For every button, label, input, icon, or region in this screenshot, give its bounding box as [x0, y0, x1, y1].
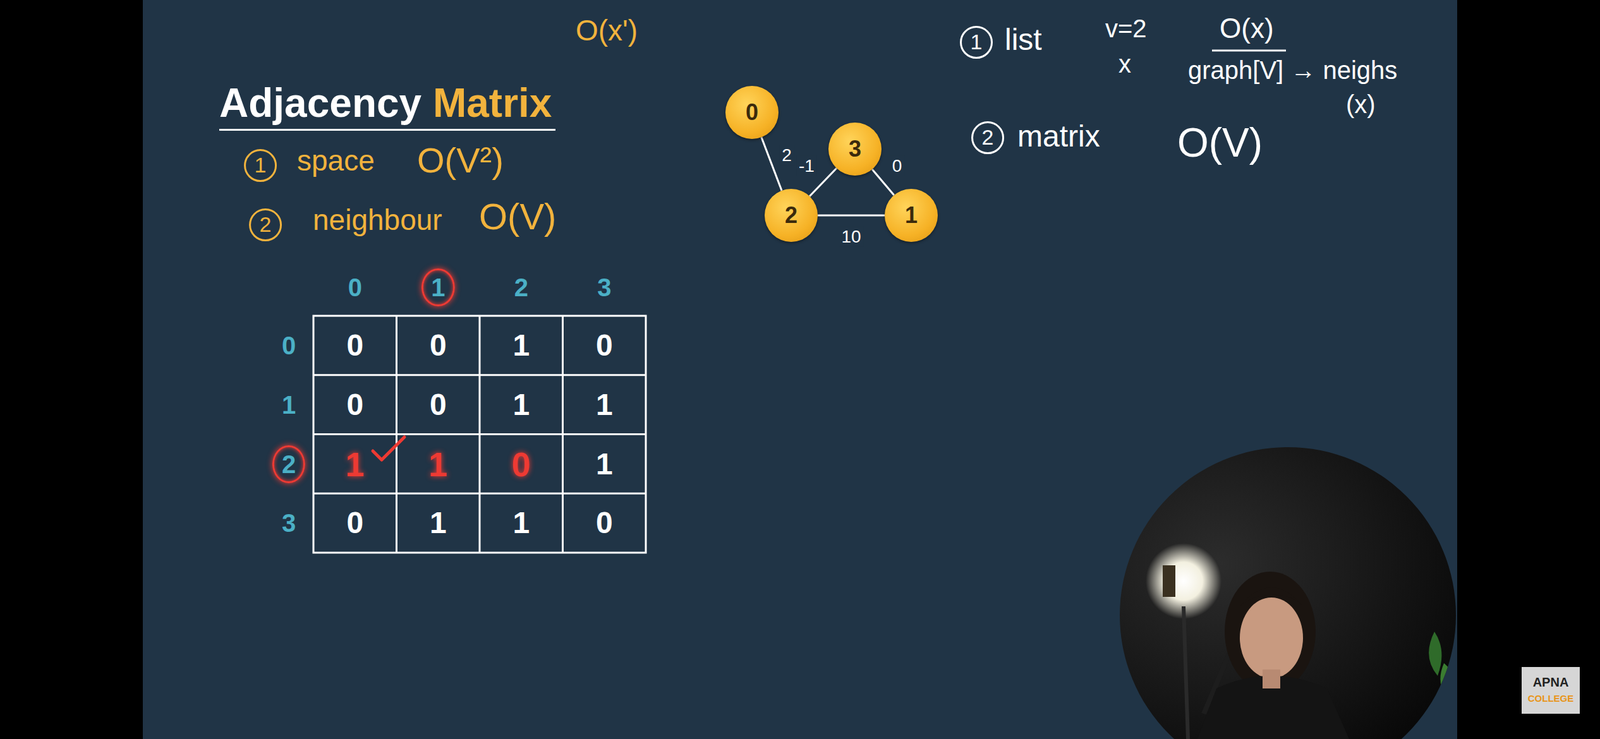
column-header: 2 — [514, 272, 529, 303]
node-number: 2 — [784, 202, 798, 229]
handwritten-note: O(x) — [1219, 12, 1274, 45]
column-header: 0 — [348, 272, 363, 303]
matrix-cell: 1 — [595, 446, 613, 482]
row-header: 2 — [272, 445, 306, 484]
matrix-cell: 1 — [428, 444, 448, 485]
node-number: 3 — [848, 135, 862, 163]
handwritten-note: v=2 — [1105, 13, 1147, 43]
edge-weight: 0 — [889, 155, 905, 176]
edge-weight: -1 — [796, 155, 818, 176]
row-header: 0 — [281, 331, 296, 361]
logo-text: APNA — [1533, 675, 1570, 691]
matrix-cell: 0 — [346, 387, 364, 423]
check-mark — [372, 437, 405, 461]
matrix-cell: 0 — [511, 444, 531, 485]
row-header: 3 — [281, 508, 296, 538]
matrix-cell: 1 — [512, 387, 530, 423]
matrix-cell: 0 — [429, 327, 447, 363]
handwritten-note: O(x') — [575, 13, 638, 48]
slide-title: Adjacency Matrix — [219, 79, 556, 131]
handwritten-note: x — [1118, 49, 1132, 79]
handwritten-note: O(V) — [478, 195, 557, 239]
handwritten-note: O(V²) — [417, 140, 504, 181]
matrix-cell: 1 — [595, 387, 613, 423]
matrix-cell: 0 — [346, 505, 364, 541]
handwritten-note: neighbour — [312, 203, 443, 237]
handwritten-note: (x) — [1345, 89, 1376, 119]
graph-node: 3 — [828, 122, 882, 176]
handwritten-note: O(V) — [1177, 120, 1263, 167]
circled-number: 2 — [971, 121, 1005, 155]
logo-box — [1521, 667, 1580, 715]
graph-node: 0 — [725, 85, 779, 140]
matrix-cell: 0 — [595, 505, 613, 541]
matrix-cell: 0 — [595, 327, 613, 363]
matrix-cell: 1 — [512, 505, 530, 541]
matrix-cell: 1 — [429, 505, 447, 541]
node-number: 1 — [904, 202, 918, 229]
edge-weight: 2 — [779, 144, 795, 165]
circled-number: 1 — [243, 149, 277, 182]
edge-line — [817, 214, 885, 217]
handwritten-note: graph[V] → neighs — [1187, 55, 1398, 85]
handwritten-note: list — [1004, 22, 1043, 57]
edge-weight: 10 — [838, 226, 864, 248]
row-header: 1 — [281, 390, 296, 420]
circled-number: 2 — [248, 208, 282, 242]
matrix-cell: 0 — [346, 327, 364, 363]
column-header: 3 — [597, 272, 612, 303]
handwritten-note: matrix — [1017, 118, 1101, 154]
logo-text: COLLEGE — [1527, 693, 1575, 704]
column-header: 1 — [421, 268, 455, 307]
graph-node: 2 — [764, 188, 818, 243]
graph-edge — [817, 215, 885, 217]
matrix-cell: 0 — [429, 387, 447, 423]
matrix-cell: 1 — [512, 327, 530, 363]
handwritten-note: space — [296, 144, 375, 178]
underline — [1212, 49, 1286, 52]
matrix-grid — [313, 315, 646, 553]
webcam-feed — [1112, 442, 1467, 739]
graph-node: 1 — [884, 188, 938, 243]
node-number: 0 — [745, 99, 759, 126]
matrix-cell: 1 — [345, 444, 365, 485]
circled-number: 1 — [959, 25, 993, 59]
